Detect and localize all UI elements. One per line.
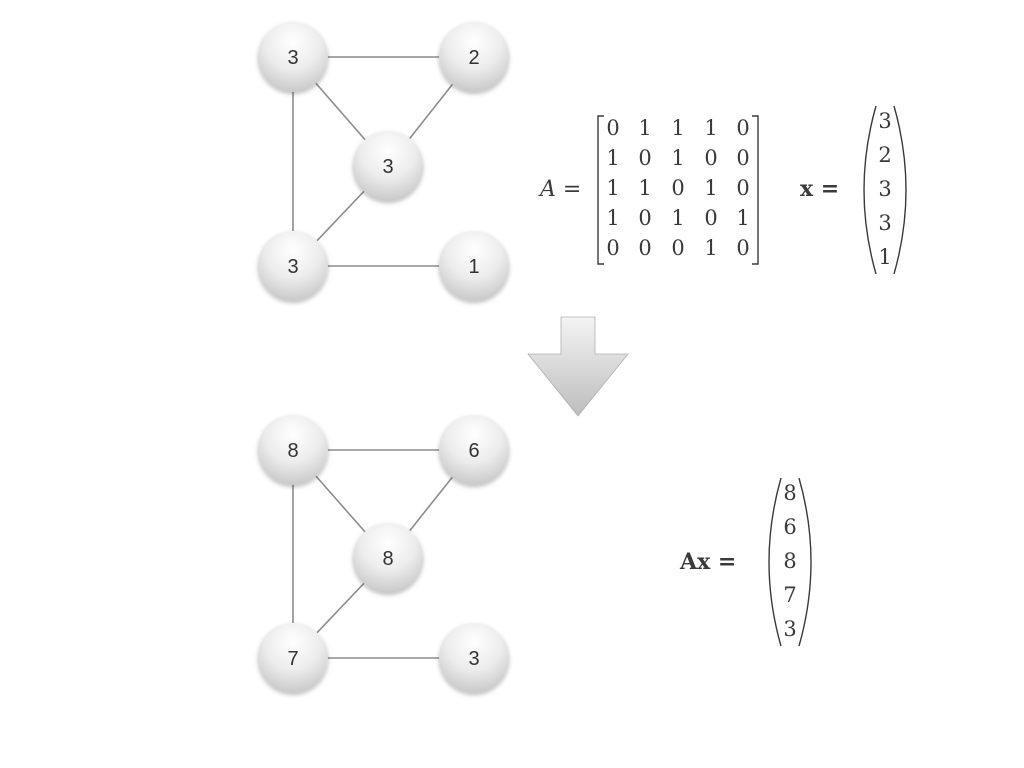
matrix-cell: 1 [671, 116, 684, 140]
matrix-cell: 1 [736, 206, 749, 230]
node-2: 6 [439, 415, 509, 485]
matrix-cell: 1 [704, 236, 717, 260]
node-value: 2 [468, 47, 479, 69]
vector-entry: 3 [878, 177, 891, 201]
vector-entry: 3 [878, 211, 891, 235]
right-bracket [752, 115, 759, 265]
node-value: 3 [287, 47, 298, 69]
matrix-cell: 1 [638, 176, 651, 200]
vector-entry: 8 [783, 549, 796, 573]
down-arrow-icon [527, 316, 629, 417]
node-1: 3 [258, 22, 328, 92]
node-value: 6 [468, 440, 479, 462]
graph-after-nodes: 8 6 8 7 3 [258, 415, 509, 693]
matrix-cell: 0 [704, 146, 717, 170]
matrix-row: 0 1 1 1 0 [606, 116, 749, 140]
right-paren [893, 105, 907, 275]
graph-before: 3 2 3 3 1 [258, 22, 509, 301]
matrix-cell: 1 [704, 176, 717, 200]
matrix-cell: 1 [671, 206, 684, 230]
vector-ax-label: Ax = [679, 549, 736, 575]
vector-ax: Ax = 8 6 8 7 3 [679, 477, 812, 647]
node-2: 2 [439, 22, 509, 92]
node-value: 1 [468, 256, 479, 278]
vector-entry: 1 [878, 245, 891, 269]
matrix-cell: 1 [704, 116, 717, 140]
matrix-cell: 0 [671, 176, 684, 200]
matrix-cell: 0 [736, 116, 749, 140]
node-value: 8 [382, 548, 393, 570]
left-paren [863, 105, 877, 275]
matrix-cell: 0 [736, 236, 749, 260]
node-value: 3 [287, 256, 298, 278]
vector-x-label: x = [800, 176, 839, 202]
vector-entry: 3 [878, 109, 891, 133]
matrix-row: 1 0 1 0 1 [606, 206, 749, 230]
matrix-cell: 0 [671, 236, 684, 260]
matrix-cell: 0 [638, 206, 651, 230]
vector-entry: 2 [878, 143, 891, 167]
node-3: 8 [353, 523, 423, 593]
matrix-cell: 0 [704, 206, 717, 230]
matrix-cell: 0 [606, 236, 619, 260]
node-3: 3 [353, 131, 423, 201]
node-5: 3 [439, 623, 509, 693]
matrix-cell: 0 [606, 116, 619, 140]
matrix-cell: 0 [736, 176, 749, 200]
node-value: 8 [287, 440, 298, 462]
node-value: 7 [287, 648, 298, 670]
node-value: 3 [468, 648, 479, 670]
node-5: 1 [439, 231, 509, 301]
vector-x: x = 3 2 3 3 1 [800, 105, 907, 275]
matrix-cell: 0 [638, 146, 651, 170]
matrix-row: 0 0 0 1 0 [606, 236, 749, 260]
matrix-row: 1 1 0 1 0 [606, 176, 749, 200]
vector-entry: 6 [783, 515, 796, 539]
node-value: 3 [382, 156, 393, 178]
node-1: 8 [258, 415, 328, 485]
matrix-cell: 1 [671, 146, 684, 170]
matrix-cell: 0 [638, 236, 651, 260]
matrix-cell: 1 [606, 176, 619, 200]
graph-before-nodes: 3 2 3 3 1 [258, 22, 509, 301]
graph-after: 8 6 8 7 3 [258, 415, 509, 693]
vector-entry: 7 [783, 583, 796, 607]
adjacency-matrix: A = 0 1 1 1 0 1 0 1 0 0 1 1 0 1 0 1 0 1 … [538, 115, 759, 265]
matrix-label: A = [538, 177, 581, 202]
left-paren [768, 477, 782, 647]
matrix-cell: 0 [736, 146, 749, 170]
matrix-row: 1 0 1 0 0 [606, 146, 749, 170]
matrix-cell: 1 [638, 116, 651, 140]
vector-entry: 8 [783, 481, 796, 505]
node-4: 7 [258, 623, 328, 693]
left-bracket [597, 115, 604, 265]
matrix-cell: 1 [606, 206, 619, 230]
vector-entry: 3 [783, 617, 796, 641]
matrix-cell: 1 [606, 146, 619, 170]
right-paren [798, 477, 812, 647]
node-4: 3 [258, 231, 328, 301]
